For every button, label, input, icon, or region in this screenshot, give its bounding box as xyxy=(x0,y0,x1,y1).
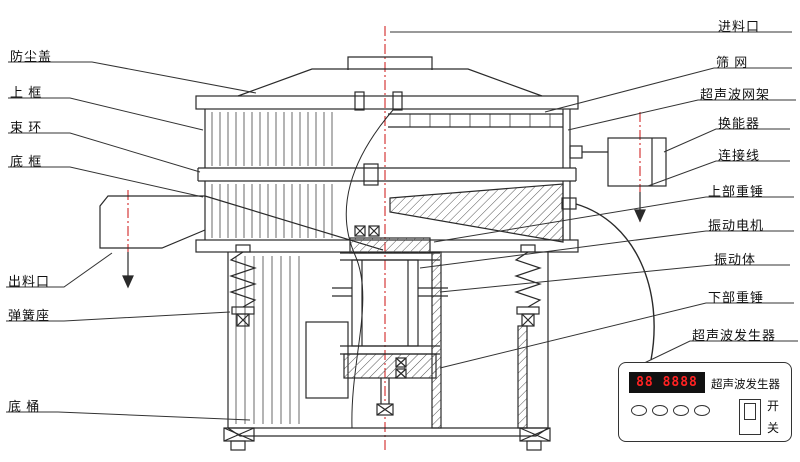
label-transducer: 换能器 xyxy=(718,116,761,131)
leader-lines xyxy=(6,31,798,421)
indicator-light xyxy=(631,405,647,416)
switch-on-label: 开 xyxy=(767,399,780,413)
label-vibration-motor: 振动电机 xyxy=(708,218,765,233)
motor-assembly-drawing xyxy=(332,225,448,416)
indicator-light xyxy=(694,405,710,416)
indicator-lights xyxy=(631,405,710,416)
discharge-outlet-drawing xyxy=(99,195,206,289)
label-upper-weight: 上部重锤 xyxy=(708,184,765,199)
upper-frame-drawing xyxy=(204,109,571,168)
switch-off-label: 关 xyxy=(767,421,780,435)
label-bottom-frame: 底 框 xyxy=(10,154,43,169)
bottom-barrel-drawing xyxy=(223,251,551,451)
label-ultrasonic-mesh-frame: 超声波网架 xyxy=(700,87,771,102)
label-discharge-outlet: 出料口 xyxy=(8,274,51,289)
label-screen-mesh: 筛 网 xyxy=(716,55,749,70)
label-bottom-barrel: 底 桶 xyxy=(8,399,41,414)
indicator-light xyxy=(652,405,668,416)
cutaway-curve xyxy=(345,109,394,429)
label-feed-inlet: 进料口 xyxy=(718,19,761,34)
power-switch xyxy=(739,399,761,435)
led-display: 88 8888 xyxy=(629,372,705,393)
label-ultrasonic-generator: 超声波发生器 xyxy=(692,328,777,343)
clamp-ring-drawing xyxy=(197,163,577,186)
label-dust-cover: 防尘盖 xyxy=(10,49,53,64)
label-connecting-wire: 连接线 xyxy=(718,148,761,163)
label-vibration-body: 振动体 xyxy=(714,252,757,267)
screen-mesh-drawing xyxy=(388,113,563,128)
label-spring-seat: 弹簧座 xyxy=(8,308,51,323)
generator-box-label: 超声波发生器 xyxy=(711,379,780,391)
springs-drawing xyxy=(229,244,542,327)
label-upper-frame: 上 框 xyxy=(10,85,43,100)
transducer-drawing xyxy=(569,137,667,223)
label-lower-weight: 下部重锤 xyxy=(708,290,765,305)
cable-drawing xyxy=(561,197,655,361)
dust-cover-drawing xyxy=(195,56,579,111)
indicator-light xyxy=(673,405,689,416)
label-clamp-ring: 束 环 xyxy=(10,120,43,135)
ultrasonic-generator-box: 88 8888 超声波发生器 开 关 xyxy=(618,362,792,442)
power-switch-knob xyxy=(744,403,756,420)
